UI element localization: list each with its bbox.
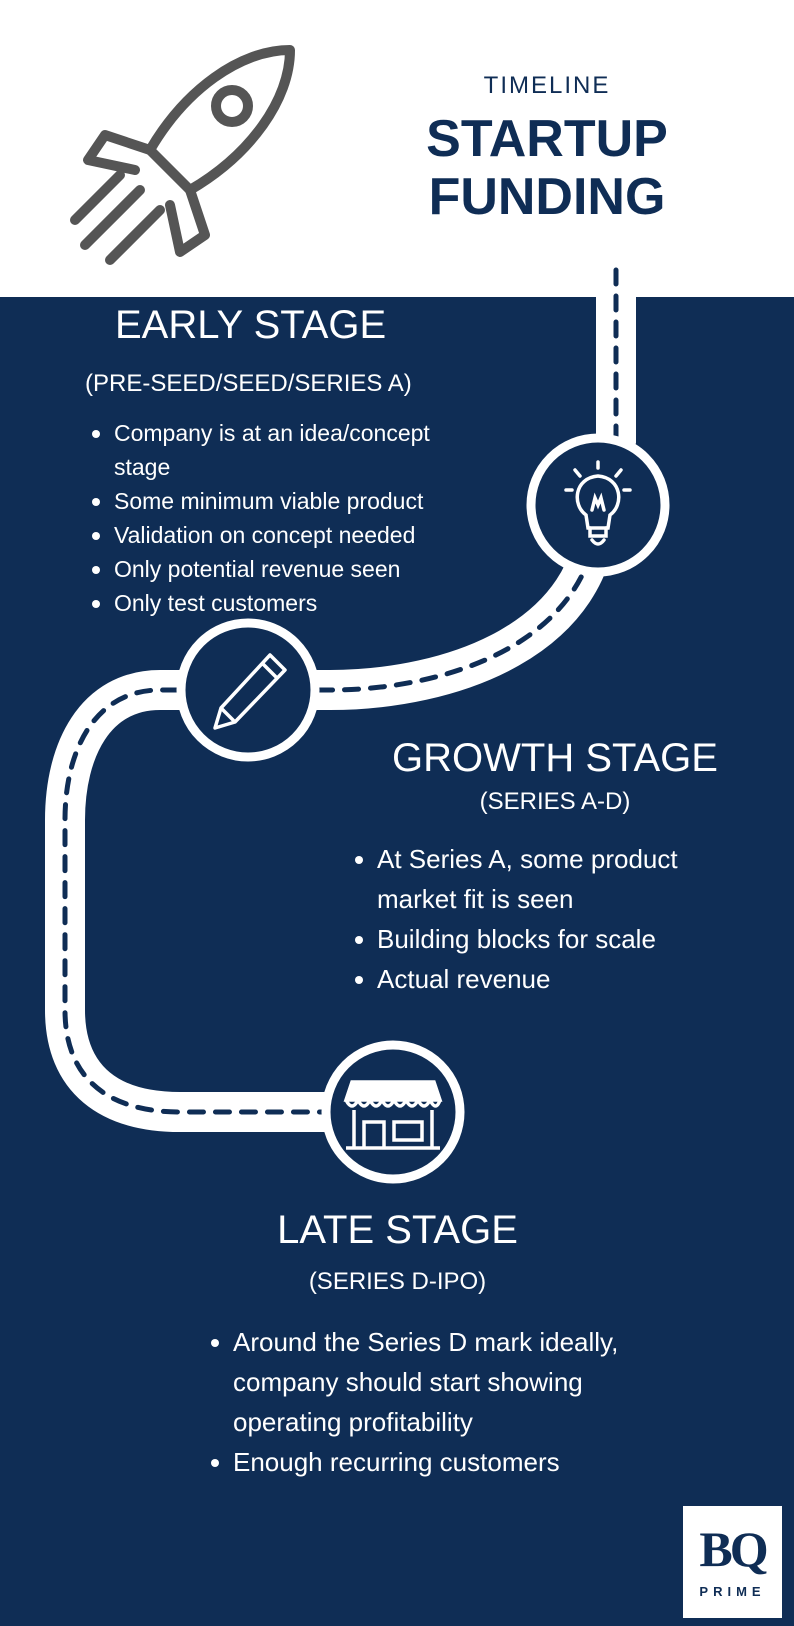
early-stage-title: EARLY STAGE [115,303,387,347]
title-line-2: FUNDING [428,168,666,226]
lightbulb-node [526,433,670,577]
lightbulb-icon [564,460,632,546]
list-item: Building blocks for scale [355,919,735,959]
storefront-icon [343,1080,443,1150]
page-title: STARTUP FUNDING [400,110,694,226]
pencil-icon [213,653,287,730]
list-item: Enough recurring customers [211,1442,636,1482]
road-center-dashes [62,267,619,1115]
timeline-kicker: TIMELINE [483,72,611,99]
pencil-node [176,618,320,762]
early-stage-subtitle: (PRE-SEED/SEED/SERIES A) [85,370,412,397]
list-item: Validation on concept needed [92,518,472,552]
growth-stage-bullets: At Series A, some product market fit is … [355,839,735,999]
late-stage-title: LATE STAGE [277,1208,518,1252]
growth-stage-title: GROWTH STAGE [392,736,718,780]
list-item: Some minimum viable product [92,484,472,518]
logo-mark: BQ [699,1521,768,1577]
list-item: Around the Series D mark ideally, compan… [211,1322,636,1442]
list-item: At Series A, some product market fit is … [355,839,735,919]
late-stage-bullets: Around the Series D mark ideally, compan… [211,1322,636,1482]
list-item: Only test customers [92,586,472,620]
title-line-1: STARTUP [426,110,668,168]
list-item: Only potential revenue seen [92,552,472,586]
list-item: Actual revenue [355,959,735,999]
storefront-node [321,1040,465,1184]
late-stage-subtitle: (SERIES D-IPO) [308,1268,487,1295]
logo-wordmark: PRIME [699,1584,766,1599]
growth-stage-subtitle: (SERIES A-D) [479,788,631,815]
rocket-icon [70,45,295,265]
bq-prime-logo: BQ PRIME [683,1506,782,1618]
early-stage-bullets: Company is at an idea/concept stage Some… [92,416,472,620]
list-item: Company is at an idea/concept stage [92,416,472,484]
